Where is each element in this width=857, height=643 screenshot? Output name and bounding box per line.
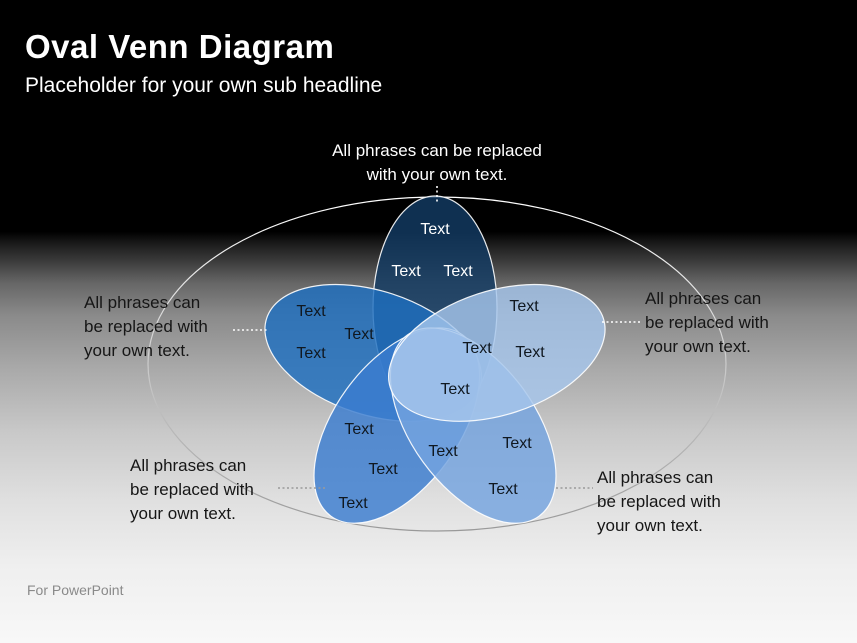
callout-right-line-3: your own text. xyxy=(645,337,751,356)
callout-left-line-1: All phrases can xyxy=(84,293,201,312)
callout-left-line-2: be replaced with xyxy=(84,317,208,336)
callout-bottom-right: All phrases can be replaced with your ow… xyxy=(597,466,772,538)
callout-bottom-left-line-1: All phrases can xyxy=(130,456,247,475)
callout-top-line-2: with your own text. xyxy=(366,165,508,184)
page-subtitle: Placeholder for your own sub headline xyxy=(25,74,383,97)
callout-bottom-right-line-2: be replaced with xyxy=(597,492,721,511)
page-title: Oval Venn Diagram xyxy=(25,28,335,65)
petal-right-shape xyxy=(387,283,606,422)
callout-left: All phrases can be replaced with your ow… xyxy=(84,291,244,363)
callout-bottom-left-line-3: your own text. xyxy=(130,504,236,523)
callout-bottom-left-line-2: be replaced with xyxy=(130,480,254,499)
callout-left-line-3: your own text. xyxy=(84,341,190,360)
callout-bottom-left: All phrases can be replaced with your ow… xyxy=(130,454,300,526)
callout-right-line-1: All phrases can xyxy=(645,289,762,308)
callout-bottom-right-line-1: All phrases can xyxy=(597,468,714,487)
footer-brand-text: For PowerPoint xyxy=(27,582,124,598)
callout-right-line-2: be replaced with xyxy=(645,313,769,332)
callout-bottom-right-line-3: your own text. xyxy=(597,516,703,535)
callout-top: All phrases can be replaced with your ow… xyxy=(300,139,574,187)
callout-top-line-1: All phrases can be replaced xyxy=(332,141,542,160)
callout-right: All phrases can be replaced with your ow… xyxy=(645,287,815,359)
